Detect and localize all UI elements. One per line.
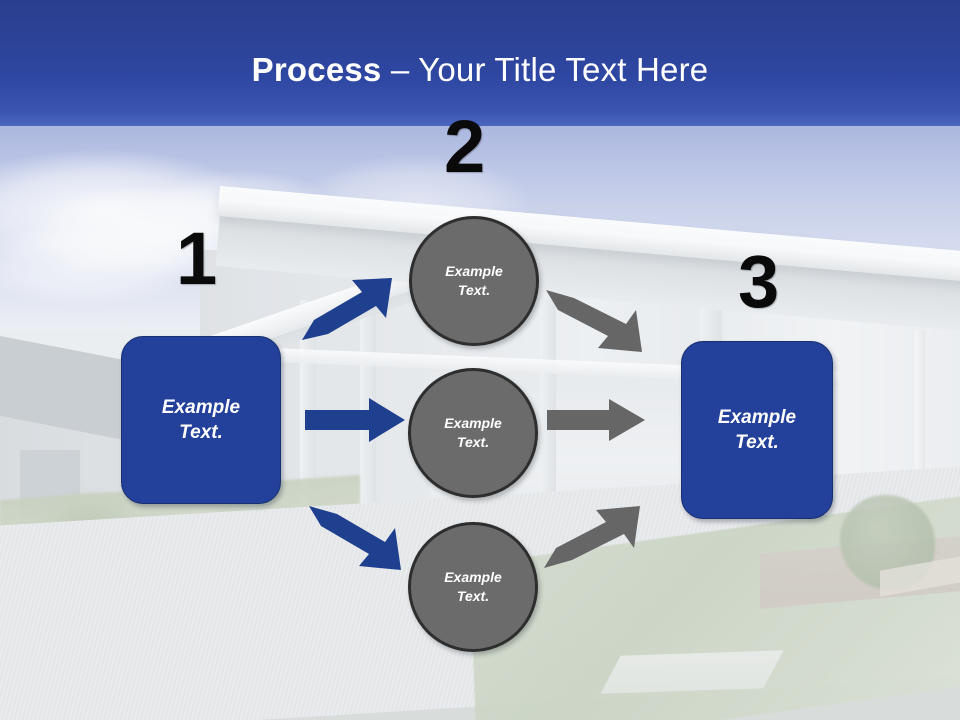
step2-circle-middle-text: Example Text. xyxy=(444,414,502,453)
step1-blue-box-text: Example Text. xyxy=(162,395,240,446)
blue-right-arrow[interactable] xyxy=(305,398,408,442)
step-number-2: 2 xyxy=(444,105,486,188)
step-number-1: 1 xyxy=(176,217,218,300)
step1-blue-box-line2: Text. xyxy=(179,422,223,443)
step1-blue-box[interactable]: Example Text. xyxy=(121,336,281,504)
step3-blue-box[interactable]: Example Text. xyxy=(681,341,833,519)
step2-circle-bottom-line1: Example xyxy=(444,568,502,585)
step3-blue-box-line2: Text. xyxy=(735,432,779,453)
step2-circle-top-text: Example Text. xyxy=(445,262,503,301)
step3-blue-box-line1: Example xyxy=(717,406,797,428)
step2-circle-bottom-line2: Text. xyxy=(456,588,490,604)
page-title-bold: Process xyxy=(251,51,382,88)
title-banner xyxy=(0,0,960,126)
page-title: Process – Your Title Text Here xyxy=(0,50,960,90)
page-title-rest: – Your Title Text Here xyxy=(381,51,709,88)
step3-blue-box-text: Example Text. xyxy=(718,405,796,456)
step2-circle-top-line1: Example xyxy=(445,262,503,279)
step2-circle-bottom[interactable]: Example Text. xyxy=(408,522,538,652)
step2-circle-middle-line1: Example xyxy=(444,414,502,431)
step1-blue-box-line1: Example xyxy=(161,396,241,418)
step2-circle-middle[interactable]: Example Text. xyxy=(408,368,538,498)
porch-post xyxy=(915,330,925,540)
step-number-3: 3 xyxy=(738,240,780,323)
step2-circle-middle-line2: Text. xyxy=(456,434,490,450)
step2-circle-top[interactable]: Example Text. xyxy=(409,216,539,346)
gray-up-right-arrow[interactable] xyxy=(542,502,654,574)
cloud xyxy=(0,225,200,305)
blue-up-right-arrow[interactable] xyxy=(296,270,400,346)
gray-down-right-arrow[interactable] xyxy=(544,288,656,360)
step2-circle-bottom-text: Example Text. xyxy=(444,568,502,607)
gray-right-arrow[interactable] xyxy=(547,399,647,441)
step2-circle-top-line2: Text. xyxy=(457,282,491,298)
blue-down-right-arrow[interactable] xyxy=(305,500,411,578)
